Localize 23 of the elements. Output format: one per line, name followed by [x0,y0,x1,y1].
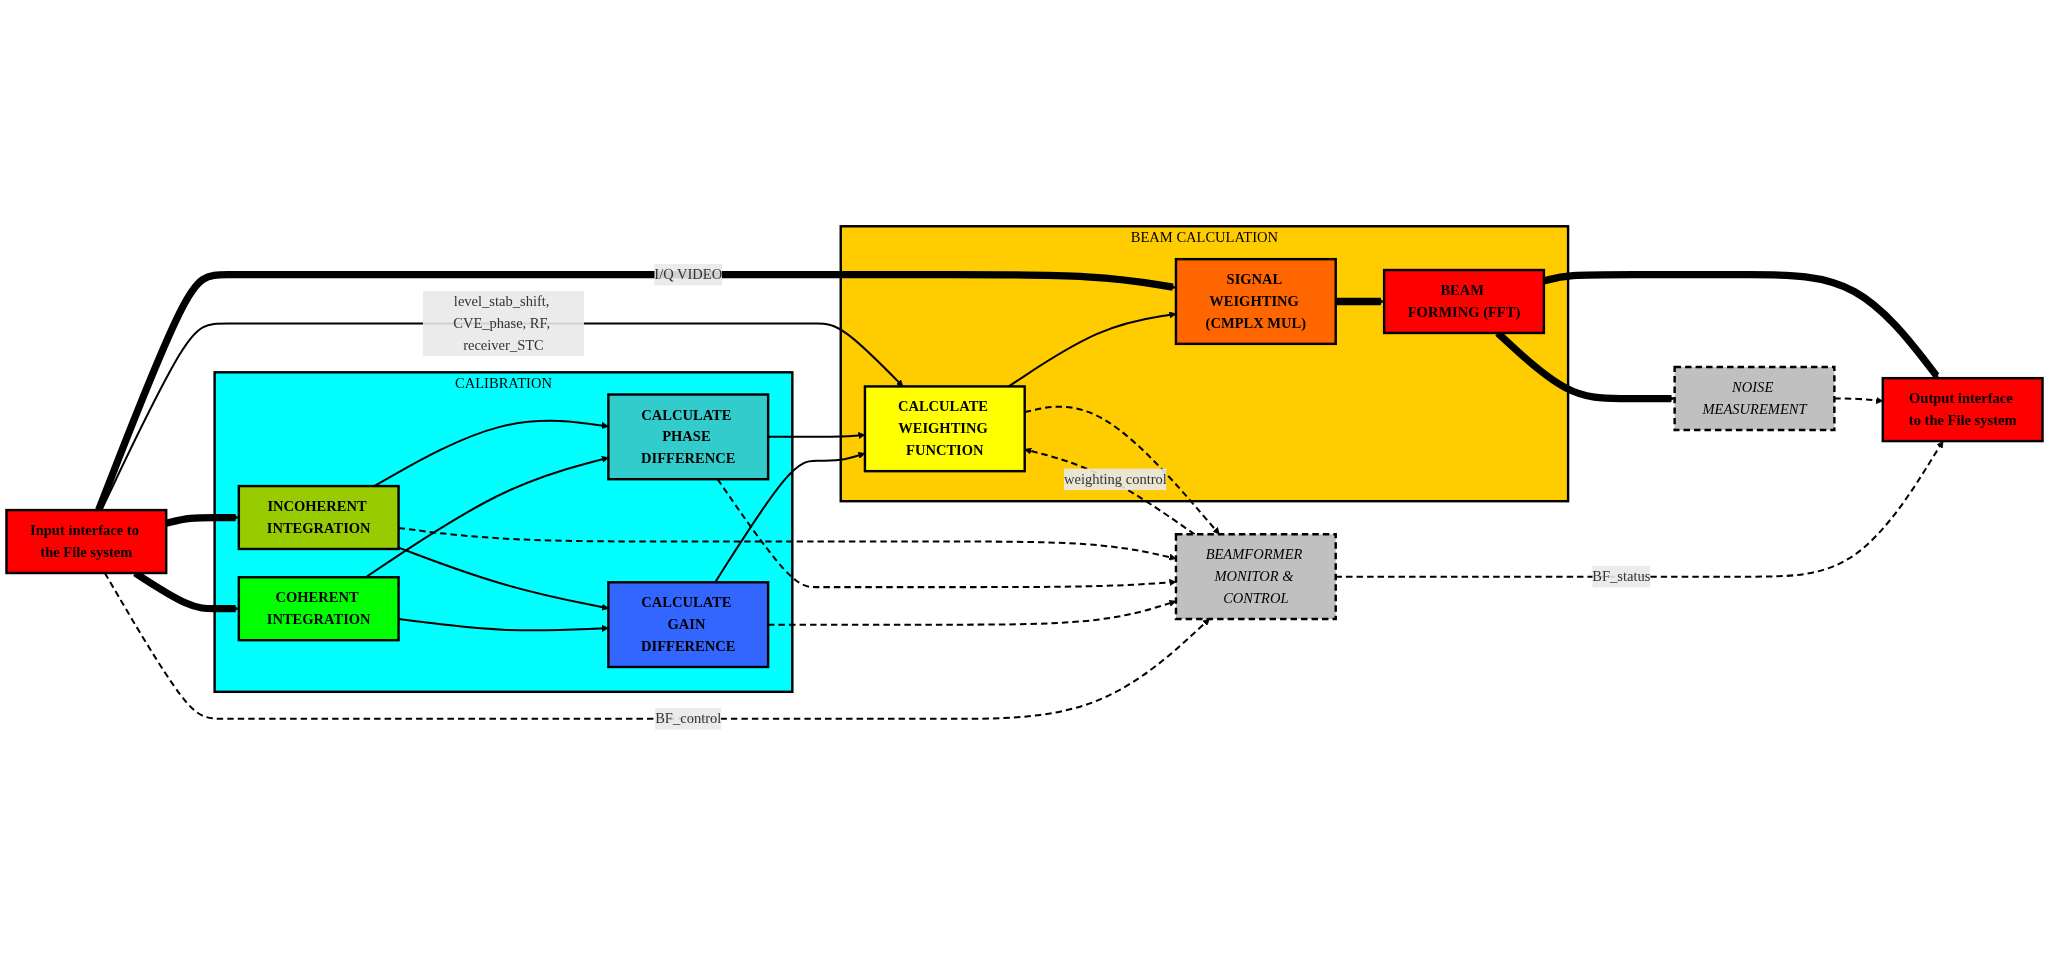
arrow [373,419,609,487]
node-box: CALCULATE GAIN DIFFERENCE [607,581,770,669]
edge-label: BF_control [655,710,722,727]
node-box: BEAMFORMER MONITOR & CONTROL [1174,533,1337,621]
node-box: NOISE MEASUREMENT [1673,365,1836,432]
arrow [1024,405,1220,535]
edge-label: weighting control [1063,470,1167,488]
edge-label: level_stab_shift, CVE_phase, RF, receiver_STC [453,293,551,353]
arrow [398,618,609,632]
node-box: COHERENT INTEGRATION [237,576,400,642]
node-box: CALCULATE WEIGHTING FUNCTION [863,385,1026,473]
node-box: Output interface to the File system [1881,376,2044,443]
node-box: Input interface to the File system [5,508,168,575]
arrow [100,322,904,511]
node-box: CALCULATE PHASE DIFFERENCE [607,393,770,481]
arrow [1335,297,1385,306]
edge-label: BF_status [1592,568,1651,585]
arrow [398,546,609,611]
node-box: INCOHERENT INTEGRATION [237,484,400,551]
node-box: SIGNAL WEIGHTING (CMPLX MUL) [1174,257,1337,346]
edge-label: I/Q VIDEO [654,266,723,283]
node-box: BEAM FORMING (FFT) [1382,268,1546,335]
arrow [1543,271,1940,379]
